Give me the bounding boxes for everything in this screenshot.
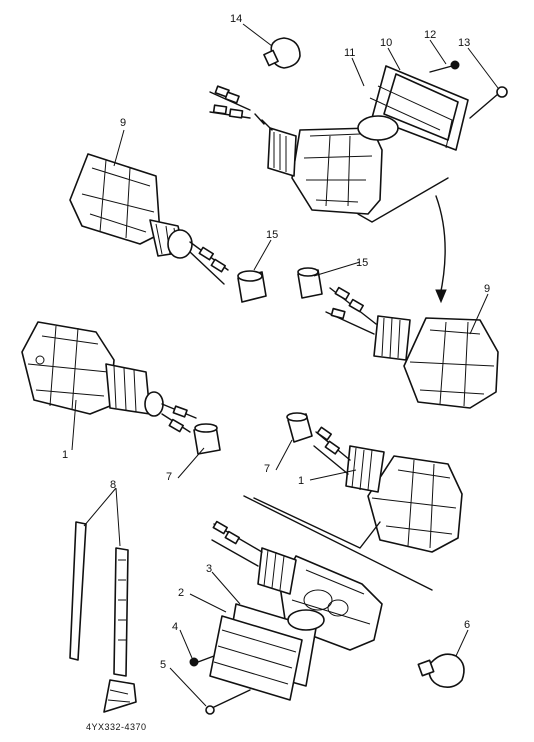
wire-connectors-top — [209, 85, 251, 119]
screw-4 — [189, 655, 215, 667]
bulb-6 — [417, 653, 465, 688]
assembly-arrow-top — [435, 195, 446, 297]
callout-6: 6 — [464, 619, 470, 631]
callout-14: 14 — [230, 13, 242, 25]
leader-lines — [71, 23, 499, 707]
callout-10: 10 — [380, 37, 392, 49]
screw-5 — [205, 689, 251, 715]
callout-5: 5 — [160, 659, 166, 671]
callout-3: 3 — [206, 563, 212, 575]
callout-7-left: 7 — [166, 471, 172, 483]
callout-1-right: 1 — [298, 475, 304, 487]
band-strap-8 — [69, 521, 137, 713]
rubber-cap-15-left — [237, 270, 267, 303]
callout-13: 13 — [458, 37, 470, 49]
callout-11: 11 — [344, 47, 355, 59]
right-flasher-1 — [313, 426, 463, 553]
left-flasher-1 — [21, 321, 197, 433]
screw-13 — [469, 86, 508, 119]
rear-lens-gasket — [209, 603, 325, 701]
callout-7-right: 7 — [264, 463, 270, 475]
rubber-cap-7-right — [286, 412, 313, 443]
assembly-bracket-top — [357, 177, 449, 223]
rubber-cap-15-right — [297, 267, 323, 299]
assembly-line-bottom — [243, 495, 433, 591]
callout-12: 12 — [424, 29, 436, 41]
part-number-code: 4YX332-4370 — [86, 722, 147, 732]
callout-labels: 14 11 10 12 13 9 15 15 9 1 7 7 1 8 3 2 6… — [62, 13, 490, 732]
front-right-flasher-housing — [254, 113, 383, 215]
lens-gasket-assembly — [357, 65, 469, 151]
assembly-bracket-bottom — [253, 497, 381, 549]
left-flasher-9 — [69, 153, 229, 285]
callout-1-left: 1 — [62, 449, 68, 461]
callout-15-left: 15 — [266, 229, 278, 241]
right-flasher-9 — [325, 286, 499, 409]
callout-15-right: 15 — [356, 257, 368, 269]
callout-2: 2 — [178, 587, 184, 599]
callout-4: 4 — [172, 621, 178, 633]
callout-9-right: 9 — [484, 283, 490, 295]
rubber-cap-7-left — [193, 423, 221, 455]
screw-12 — [429, 60, 460, 73]
callout-8: 8 — [110, 479, 116, 491]
bulb-14 — [263, 37, 301, 69]
callout-9-left: 9 — [120, 117, 126, 129]
